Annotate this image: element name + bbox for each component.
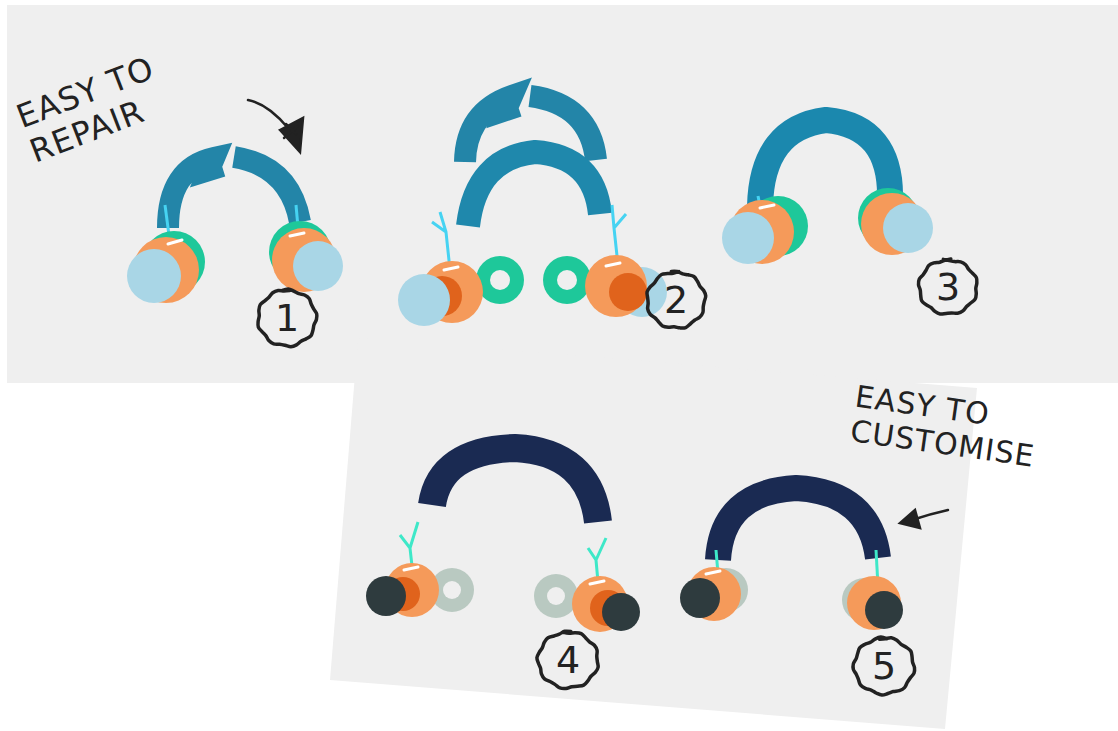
pointer-arrow [900, 510, 948, 528]
callout-circle: 5 [851, 635, 917, 697]
handwritten-note: EASY TO CUSTOMISE [848, 379, 1070, 477]
callout-circle: 4 [535, 629, 601, 691]
headphone-2 [398, 96, 667, 326]
headphone-5 [680, 488, 903, 630]
top-panel [7, 5, 1118, 383]
callout-outline [647, 271, 706, 328]
callout-circle: 1 [255, 287, 319, 349]
callout-number: 1 [275, 299, 299, 337]
callout-outline [853, 637, 915, 695]
callout-number: 3 [936, 268, 960, 306]
callout-outline [258, 289, 317, 347]
headphone-3 [722, 120, 933, 264]
callout-number: 5 [872, 647, 896, 685]
pointer-arrow [248, 100, 303, 152]
callout-number: 4 [556, 641, 580, 679]
callout-circle: 2 [644, 269, 708, 331]
headphone-1 [127, 157, 343, 303]
callout-circle: 3 [916, 257, 980, 317]
headphone-4 [366, 448, 640, 632]
handwritten-note: EASY TO REPAIR [12, 28, 231, 171]
callout-outline [918, 259, 976, 314]
callout-number: 2 [664, 281, 688, 319]
callout-outline [537, 631, 598, 688]
